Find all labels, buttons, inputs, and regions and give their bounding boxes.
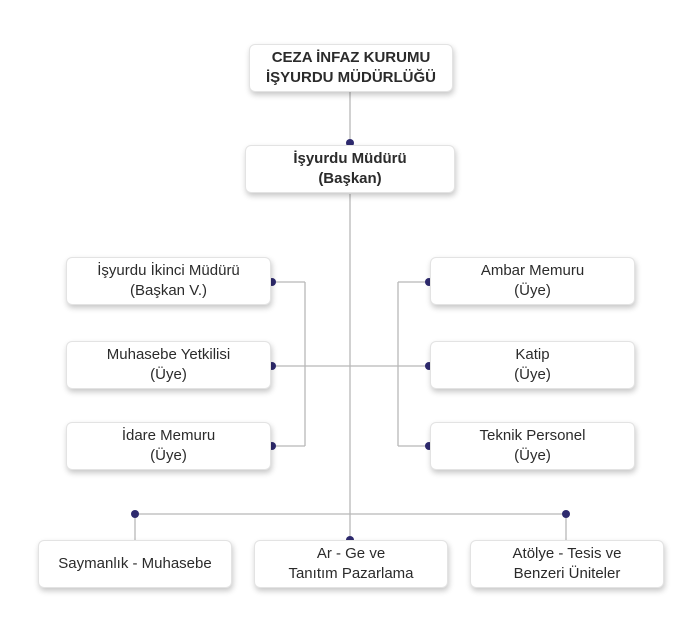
box-clerk: Katip (Üye): [430, 341, 635, 389]
box-accounting-unit: Saymanlık - Muhasebe: [38, 540, 232, 588]
box-clerk-line2: (Üye): [514, 366, 551, 383]
box-rnd-marketing: Ar - Ge ve Tanıtım Pazarlama: [254, 540, 448, 588]
box-director-line1: İşyurdu Müdürü: [293, 150, 407, 167]
box-technical-staff-line2: (Üye): [514, 447, 551, 464]
box-director-line2: (Başkan): [318, 170, 382, 187]
box-rnd-marketing-line2: Tanıtım Pazarlama: [288, 565, 414, 582]
box-deputy-director-line1: İşyurdu İkinci Müdürü: [97, 262, 240, 279]
box-warehouse-officer-line2: (Üye): [514, 282, 551, 299]
box-workshop-facilities-line1: Atölye - Tesis ve: [512, 545, 622, 562]
connector-lines: [134, 92, 567, 540]
box-admin-officer-line2: (Üye): [150, 447, 187, 464]
connector-dot: [131, 510, 139, 518]
box-warehouse-officer: Ambar Memuru (Üye): [430, 257, 635, 305]
box-warehouse-officer-line1: Ambar Memuru: [480, 262, 585, 279]
box-technical-staff-line1: Teknik Personel: [479, 427, 586, 444]
connector-dot: [562, 510, 570, 518]
box-workshop-facilities: Atölye - Tesis ve Benzeri Üniteler: [470, 540, 664, 588]
box-institution-line2: İŞYURDU MÜDÜRLÜĞÜ: [266, 69, 436, 86]
box-institution-line1: CEZA İNFAZ KURUMU: [271, 49, 431, 66]
box-rnd-marketing-line1: Ar - Ge ve: [316, 545, 386, 562]
box-clerk-line1: Katip: [515, 346, 550, 363]
box-workshop-facilities-line2: Benzeri Üniteler: [513, 565, 621, 582]
box-admin-officer: İdare Memuru (Üye): [66, 422, 271, 470]
box-director: İşyurdu Müdürü (Başkan): [245, 145, 455, 193]
box-accounting-officer: Muhasebe Yetkilisi (Üye): [66, 341, 271, 389]
box-institution: CEZA İNFAZ KURUMU İŞYURDU MÜDÜRLÜĞÜ: [249, 44, 453, 92]
box-deputy-director: İşyurdu İkinci Müdürü (Başkan V.): [66, 257, 271, 305]
box-admin-officer-line1: İdare Memuru: [121, 427, 216, 444]
box-accounting-officer-line1: Muhasebe Yetkilisi: [106, 346, 231, 363]
box-deputy-director-line2: (Başkan V.): [130, 282, 207, 299]
box-technical-staff: Teknik Personel (Üye): [430, 422, 635, 470]
box-accounting-officer-line2: (Üye): [150, 366, 187, 383]
box-accounting-unit-line1: Saymanlık - Muhasebe: [58, 555, 212, 572]
